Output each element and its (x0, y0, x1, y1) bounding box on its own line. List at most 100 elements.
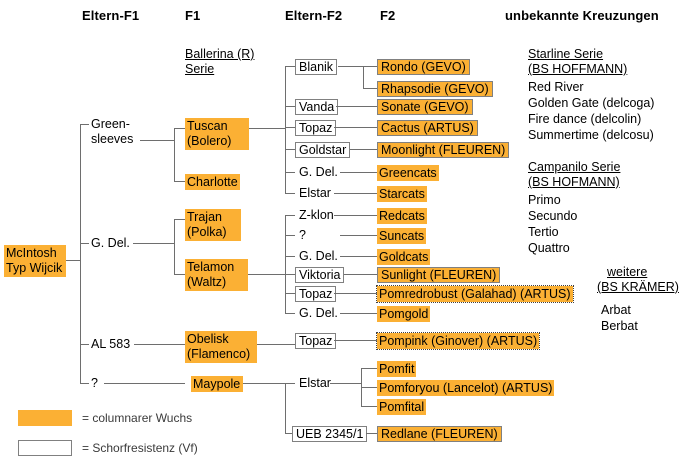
connector-blanik-rhapsodie (363, 88, 377, 89)
eltern-f2-elstar-2[interactable]: Elstar (299, 376, 331, 390)
connector-gdel-out (133, 243, 174, 244)
eltern-f2-topaz-1[interactable]: Topaz (295, 120, 337, 136)
root-node-mcintosh-typ-wijcik[interactable]: McIntosh Typ Wijcik (4, 245, 66, 277)
connector-to-telamon (174, 274, 185, 275)
connector-telamon-out (248, 274, 285, 275)
f2-node-rondo[interactable]: Rondo (GEVO) (377, 59, 470, 75)
campanilo-serie-breeder: (BS HOFMANN) (528, 175, 620, 189)
f1-node-tuscan-line1: Tuscan (187, 119, 228, 133)
connector-topaz3-pompink (334, 340, 377, 341)
f2-node-goldcats[interactable]: Goldcats (377, 249, 431, 265)
weitere-item-berbat: Berbat (601, 319, 638, 333)
f2-node-pomfital[interactable]: Pomfital (377, 399, 427, 415)
ballerina-serie-line2: Serie (185, 62, 215, 76)
connector-obelisk-out (257, 344, 285, 345)
eltern-f2-unknown[interactable]: ? (299, 228, 306, 242)
connector-elstar1-starcats (334, 193, 377, 194)
eltern-f2-goldstar[interactable]: Goldstar (295, 142, 351, 158)
f2-node-pomfit[interactable]: Pomfit (377, 361, 417, 377)
connector-topaz2-pomredrobust (334, 293, 377, 294)
f1-node-obelisk-flamenco[interactable]: Obelisk (Flamenco) (185, 331, 257, 363)
connector-gdel-bracket (174, 219, 175, 274)
legend-label-columnar: = columnarer Wuchs (82, 411, 193, 425)
eltern-f1-g-del[interactable]: G. Del. (91, 236, 130, 250)
eltern-f1-greensleeves-line2: sleeves (91, 132, 134, 146)
eltern-f2-blanik[interactable]: Blanik (295, 59, 338, 75)
connector-fan-topaz2 (285, 293, 295, 294)
connector-greensleeves-stub (80, 124, 89, 125)
connector-fan-blanik (285, 66, 295, 67)
f2-node-cactus[interactable]: Cactus (ARTUS) (377, 120, 478, 136)
f2-node-pomforyou[interactable]: Pomforyou (Lancelot) (ARTUS) (377, 380, 555, 396)
connector-elstar2-out (330, 383, 361, 384)
eltern-f2-z-klon[interactable]: Z-klon (299, 208, 334, 222)
f1-node-charlotte[interactable]: Charlotte (185, 174, 240, 190)
legend-label-scab-resistance: = Schorfresistenz (Vf) (82, 441, 198, 455)
connector-elstar2-pomforyou (361, 387, 377, 388)
connector-blanik-rondo (363, 66, 377, 67)
connector-goldstar-moonlight (350, 149, 377, 150)
f2-node-redlane[interactable]: Redlane (FLEUREN) (377, 426, 502, 442)
eltern-f1-unknown[interactable]: ? (91, 376, 98, 390)
eltern-f2-topaz-2[interactable]: Topaz (295, 286, 337, 302)
f2-node-greencats[interactable]: Greencats (377, 165, 439, 181)
column-header-eltern-f1: Eltern-F1 (82, 8, 140, 23)
f2-node-pompink[interactable]: Pompink (Ginover) (ARTUS) (375, 332, 541, 350)
f1-node-obelisk-line1: Obelisk (187, 332, 229, 346)
f1-node-telamon-waltz[interactable]: Telamon (Waltz) (185, 259, 248, 291)
f2-node-pomredrobust[interactable]: Pomredrobust (Galahad) (ARTUS) (376, 285, 574, 303)
f2-node-moonlight[interactable]: Moonlight (FLEUREN) (377, 142, 510, 158)
eltern-f2-viktoria[interactable]: Viktoria (295, 267, 345, 283)
connector-unknown-out (104, 383, 185, 384)
starline-serie-breeder: (BS HOFFMANN) (528, 62, 628, 76)
connector-tuscan-fan (285, 66, 286, 193)
connector-blanik-bracket (363, 66, 364, 88)
f1-node-telamon-line1: Telamon (187, 260, 235, 274)
f1-node-tuscan-bolero[interactable]: Tuscan (Bolero) (185, 118, 249, 150)
connector-greensleeves-bracket (174, 128, 175, 182)
starline-item-summertime: Summertime (delcosu) (528, 128, 654, 142)
connector-to-ueb (285, 433, 295, 434)
f2-node-rhapsodie[interactable]: Rhapsodie (GEVO) (377, 81, 493, 97)
eltern-f2-topaz-3[interactable]: Topaz (295, 333, 337, 349)
connector-al583-stub (80, 344, 89, 345)
campanilo-serie-title: Campanilo Serie (528, 160, 621, 174)
connector-fan-elstar1 (285, 193, 295, 194)
f1-node-maypole[interactable]: Maypole (191, 376, 243, 392)
connector-fan-unknown (285, 235, 295, 236)
ballerina-serie-line1: Ballerina (R) (185, 47, 255, 61)
f2-node-starcats[interactable]: Starcats (377, 186, 427, 202)
connector-al583-out (134, 344, 185, 345)
column-header-unbekannte-kreuzungen: unbekannte Kreuzungen (505, 8, 659, 23)
connector-fan-zklon (285, 215, 295, 216)
eltern-f1-al-583[interactable]: AL 583 (91, 337, 131, 351)
starline-item-red-river: Red River (528, 80, 584, 94)
eltern-f2-g-del-3[interactable]: G. Del. (299, 306, 338, 320)
eltern-f2-vanda[interactable]: Vanda (295, 99, 339, 115)
eltern-f1-greensleeves[interactable]: Green- sleeves (89, 117, 135, 147)
f2-node-redcats[interactable]: Redcats (377, 208, 427, 224)
f2-node-suncats[interactable]: Suncats (377, 228, 427, 244)
f1-node-trajan-line2: (Polka) (187, 225, 227, 239)
column-header-f1: F1 (185, 8, 201, 23)
connector-to-trajan (174, 219, 185, 220)
eltern-f2-elstar-1[interactable]: Elstar (299, 186, 331, 200)
f2-node-sonate[interactable]: Sonate (GEVO) (377, 99, 473, 115)
connector-gdel-stub (80, 243, 89, 244)
connector-root-spine (80, 124, 81, 383)
connector-zklon-redcats (334, 215, 377, 216)
root-node-line2: Typ Wijcik (6, 261, 63, 275)
connector-gdel3-pomgold (340, 313, 377, 314)
eltern-f2-g-del-2[interactable]: G. Del. (299, 249, 338, 263)
f1-node-trajan-polka[interactable]: Trajan (Polka) (185, 209, 241, 241)
f2-node-pomgold[interactable]: Pomgold (377, 306, 431, 322)
legend-swatch-columnar (18, 410, 72, 426)
connector-unknown-stub (80, 383, 89, 384)
starline-item-fire-dance: Fire dance (delcolin) (528, 112, 642, 126)
eltern-f2-ueb-2345[interactable]: UEB 2345/1 (292, 426, 368, 442)
eltern-f2-g-del-1[interactable]: G. Del. (299, 165, 338, 179)
eltern-f1-greensleeves-line1: Green- (91, 117, 130, 131)
f2-node-sunlight[interactable]: Sunlight (FLEUREN) (377, 267, 501, 283)
connector-to-tuscan (174, 128, 185, 129)
